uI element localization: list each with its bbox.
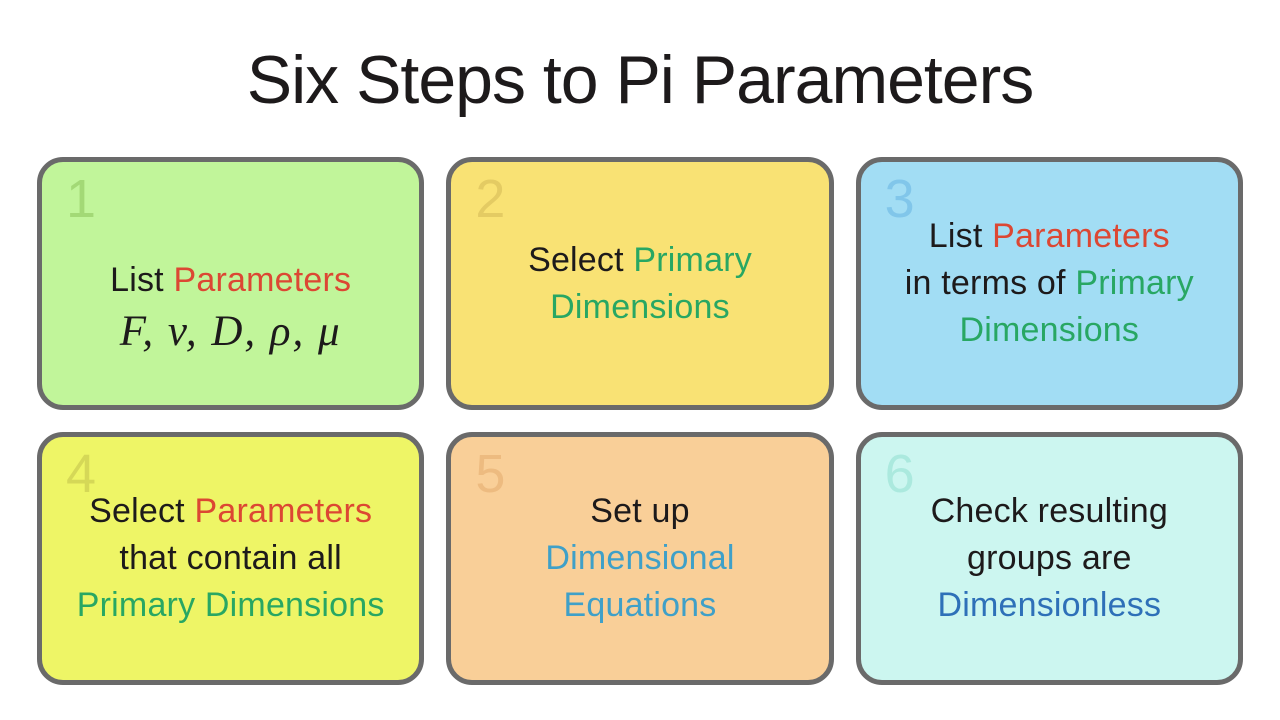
step-text-segment: List: [110, 261, 174, 299]
step-text-segment: Parameters: [173, 261, 352, 299]
step-text-segment: Dimensional: [545, 539, 735, 577]
step-text-line: List Parameters: [110, 257, 351, 304]
step-text-line: in terms of Primary: [905, 260, 1194, 307]
step-text-segment: List: [928, 217, 993, 255]
step-text-segment: Dimensions: [550, 287, 730, 326]
step-number: 5: [475, 444, 506, 504]
step-text-segment: Select: [528, 240, 634, 279]
step-text-line: groups are: [931, 535, 1168, 582]
step-text-segment: Primary Dimensions: [76, 586, 385, 624]
step-number: 4: [66, 444, 97, 504]
step-text-segment: Equations: [563, 586, 717, 624]
step-text-segment: that contain all: [119, 539, 342, 577]
step-text-segment: Primary: [1075, 264, 1194, 302]
step-text-segment: Set up: [590, 492, 690, 530]
step-text-segment: Parameters: [992, 217, 1170, 255]
step-text-line: Dimensions: [905, 307, 1194, 354]
step-text-line: Primary Dimensions: [77, 582, 385, 629]
step-text-segment: Dimensionless: [937, 586, 1162, 624]
step-number: 2: [475, 169, 506, 229]
step-text-line: Select Parameters: [77, 488, 385, 535]
step-text-segment: in terms of: [904, 264, 1076, 302]
step-text-segment: groups are: [967, 539, 1132, 577]
step-text-segment: Primary: [633, 240, 752, 279]
step-text-line: Set up: [545, 488, 734, 535]
step-text-line: Equations: [545, 582, 734, 629]
step-text-line: List Parameters: [905, 213, 1194, 260]
page-title: Six Steps to Pi Parameters: [246, 42, 1035, 118]
step-text-line: Select Primary: [528, 237, 752, 284]
step-text-line: Dimensionless: [931, 582, 1168, 629]
step-text-line: Dimensional: [545, 535, 734, 582]
step-text-segment: Dimensions: [959, 311, 1140, 349]
step-text-line: Check resulting: [931, 488, 1168, 535]
step-text-line: Dimensions: [528, 284, 752, 331]
step-text-segment: Parameters: [194, 492, 373, 530]
step-text-segment: Check resulting: [930, 492, 1168, 530]
step-number: 1: [66, 169, 97, 229]
step-text-line: that contain all: [77, 535, 385, 582]
step-number: 6: [884, 444, 915, 504]
formula-text: F, v, D, ρ, μ: [119, 308, 342, 355]
step-number: 3: [884, 169, 915, 229]
step-text-segment: Select: [89, 492, 195, 530]
